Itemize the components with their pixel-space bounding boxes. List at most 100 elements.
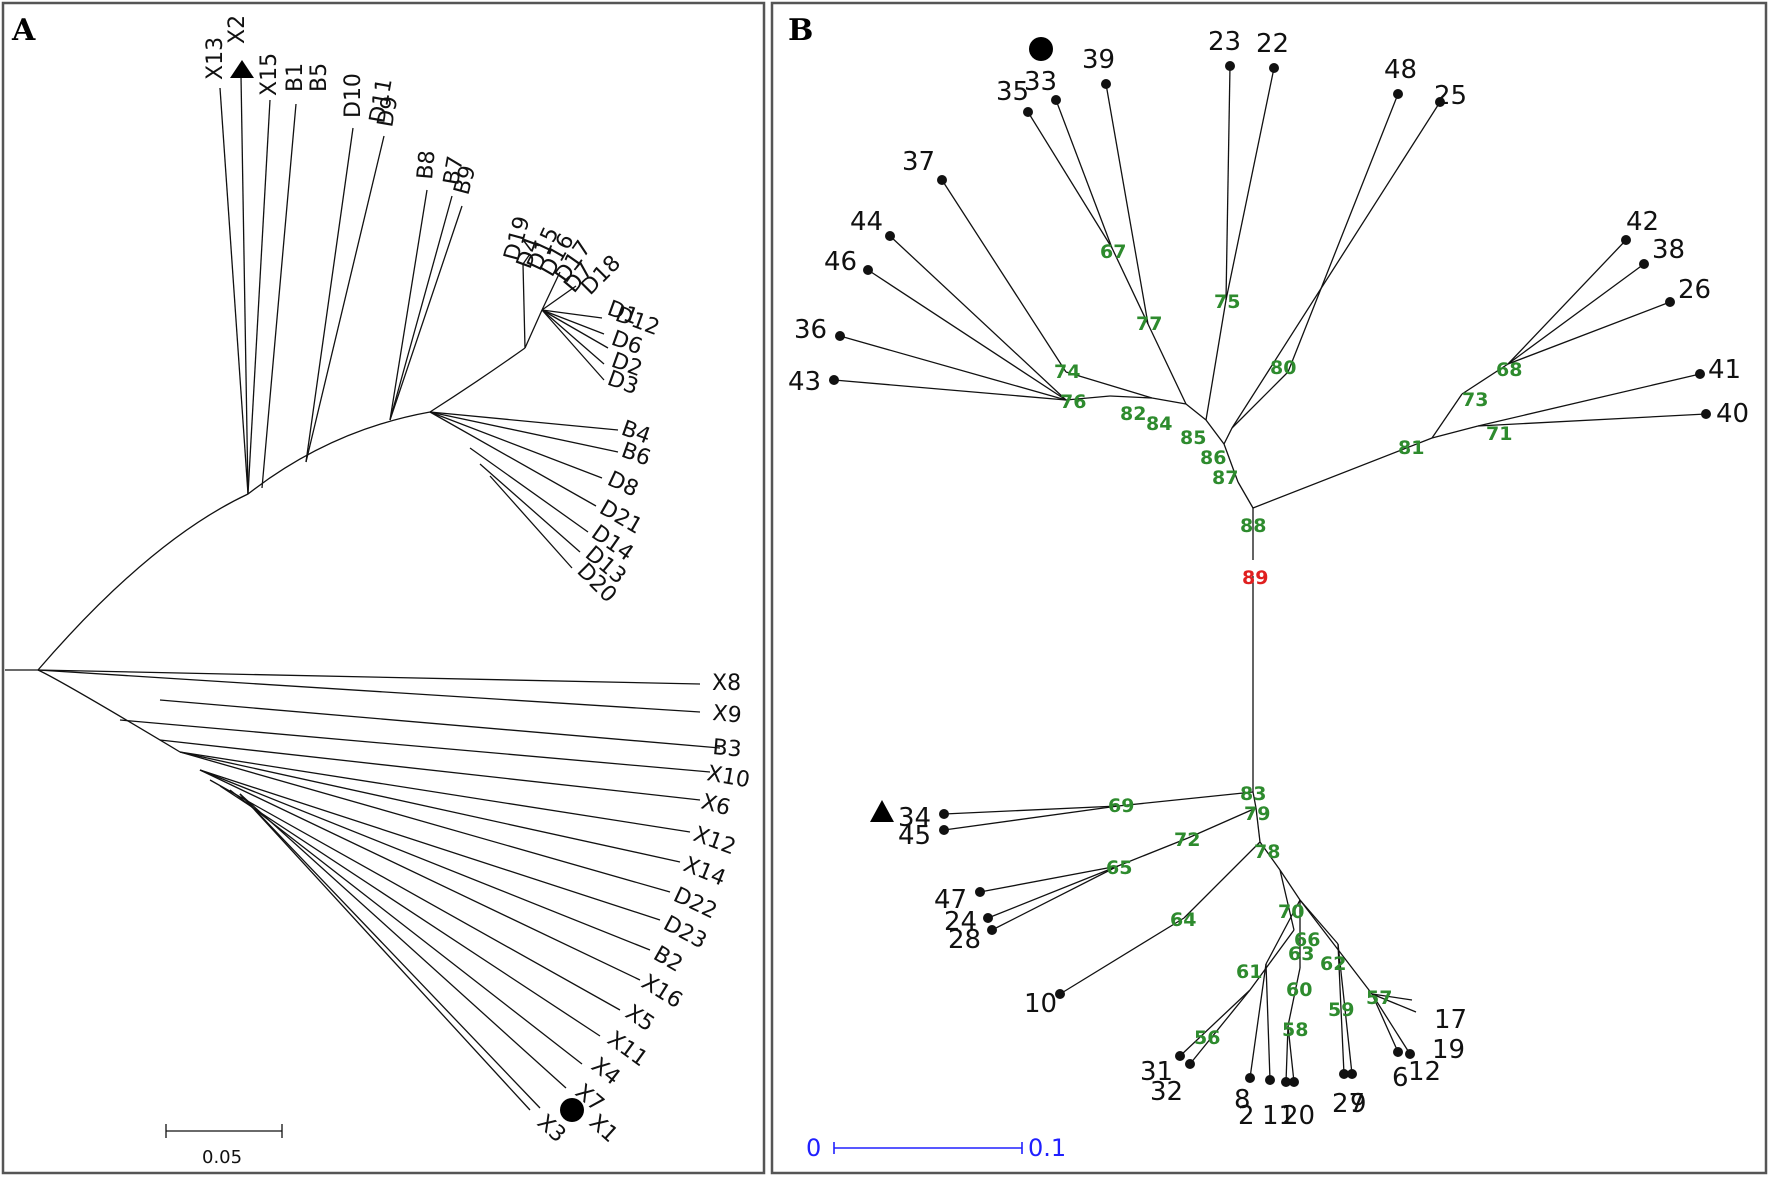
node-label: 68: [1496, 359, 1522, 381]
node-label: 63: [1288, 943, 1314, 965]
leaf-label: B3: [711, 735, 742, 762]
panel-b-scale-bar: 0 0.1: [806, 1134, 1066, 1162]
leaf-label: 42: [1626, 207, 1659, 237]
leaf-label: 8: [1234, 1085, 1251, 1115]
node-label: 57: [1366, 987, 1392, 1009]
leaf-label: B7: [439, 154, 469, 187]
triangle-marker: [870, 800, 894, 822]
leaf-label: 39: [1082, 45, 1115, 75]
panel-b-tip-dots: [829, 61, 1711, 1087]
node-label: 70: [1278, 901, 1304, 923]
leaf-label: 6: [1392, 1063, 1409, 1093]
node-label: 71: [1486, 423, 1512, 445]
node-label: 65: [1106, 857, 1132, 879]
leaf-label: X8: [712, 671, 741, 696]
leaf-label: B6: [618, 438, 654, 471]
triangle-marker: [230, 60, 254, 78]
leaf-label: 23: [1208, 27, 1241, 57]
tip-dot: [1393, 1047, 1403, 1057]
leaf-label: B8: [413, 149, 440, 180]
panel-a-bottom-labels: X8 X9 B3 X10 X6 X12 X14 D22 D23 B2 X16 X…: [532, 671, 752, 1148]
node-label: 83: [1240, 783, 1266, 805]
leaf-label: 12: [1408, 1057, 1441, 1087]
node-label: 84: [1146, 413, 1172, 435]
node-label: 80: [1270, 357, 1296, 379]
node-label: 74: [1054, 361, 1080, 383]
tip-dot: [975, 887, 985, 897]
leaf-label: 17: [1434, 1005, 1467, 1035]
leaf-label: 26: [1678, 275, 1711, 305]
panel-b-letter: B: [788, 13, 813, 48]
leaf-label: 44: [850, 207, 883, 237]
leaf-label: 32: [1150, 1077, 1183, 1107]
tip-dot: [1405, 1049, 1415, 1059]
node-label: 76: [1060, 391, 1086, 413]
tip-dot: [937, 175, 947, 185]
scale-min-label: 0: [806, 1134, 821, 1162]
node-label: 59: [1328, 999, 1354, 1021]
leaf-label: 9: [1350, 1089, 1367, 1119]
circle-marker: [1029, 37, 1053, 61]
tip-dot: [1101, 79, 1111, 89]
node-label: 72: [1174, 829, 1200, 851]
leaf-label: B1: [283, 63, 308, 92]
node-label: 86: [1200, 447, 1226, 469]
scale-max-label: 0.1: [1028, 1134, 1066, 1162]
leaf-label: 37: [902, 147, 935, 177]
tip-dot: [1023, 107, 1033, 117]
node-label: 73: [1462, 389, 1488, 411]
panel-b-tree: [833, 65, 1707, 1083]
node-label: 85: [1180, 427, 1206, 449]
tip-dot: [1245, 1073, 1255, 1083]
tip-dot: [1665, 297, 1675, 307]
tip-dot: [1639, 259, 1649, 269]
panel-b-frame: [770, 1, 1768, 1175]
tip-dot: [939, 809, 949, 819]
leaf-label: X13: [203, 37, 228, 80]
circle-marker: [560, 1098, 584, 1122]
tip-dot: [1701, 409, 1711, 419]
leaf-label: 34: [898, 803, 931, 833]
node-label: 82: [1120, 403, 1146, 425]
leaf-label: 20: [1282, 1101, 1315, 1131]
leaf-label: X9: [711, 701, 742, 728]
leaf-label: 38: [1652, 235, 1685, 265]
node-label: 66: [1294, 929, 1320, 951]
panel-b-node-labels: 67 77 75 80 74 76 82 84 85 86 87 88 68 7…: [1054, 241, 1522, 1049]
leaf-label: 40: [1716, 399, 1749, 429]
leaf-label: 22: [1256, 29, 1289, 59]
tip-dot: [1269, 63, 1279, 73]
leaf-label: 43: [788, 367, 821, 397]
leaf-label: 28: [948, 925, 981, 955]
panel-a-top-labels: X13 X2 X15 B1 B5 D10 D11 D9 B8 B7 B9 D19…: [203, 15, 663, 608]
tip-dot: [1435, 97, 1445, 107]
leaf-label: 25: [1434, 81, 1467, 111]
tip-dot: [1225, 61, 1235, 71]
leaf-label: 10: [1024, 989, 1057, 1019]
leaf-label: X2: [225, 15, 250, 44]
tip-dot: [983, 913, 993, 923]
tip-dot: [1185, 1059, 1195, 1069]
tip-dot: [939, 825, 949, 835]
node-label: 61: [1236, 961, 1262, 983]
tip-dot: [1695, 369, 1705, 379]
node-label: 87: [1212, 467, 1238, 489]
node-label: 77: [1136, 313, 1162, 335]
leaf-label: 2: [1238, 1101, 1255, 1131]
leaf-label: 35: [996, 77, 1029, 107]
node-label: 79: [1244, 803, 1270, 825]
leaf-label: 11: [1262, 1101, 1295, 1131]
leaf-label: 45: [898, 821, 931, 851]
node-label: 62: [1320, 953, 1346, 975]
leaf-label: X1: [584, 1110, 622, 1148]
leaf-label: 47: [934, 885, 967, 915]
panel-b-leaf-labels: 35 33 39 23 22 48 25 37 44 46 36 43 42 3…: [788, 27, 1749, 1131]
leaf-label: 36: [794, 315, 827, 345]
leaf-label: 27: [1332, 1089, 1365, 1119]
leaf-label: 24: [944, 907, 977, 937]
tip-dot: [885, 231, 895, 241]
node-label: 64: [1170, 909, 1196, 931]
node-label: 75: [1214, 291, 1240, 313]
node-label: 88: [1240, 515, 1266, 537]
